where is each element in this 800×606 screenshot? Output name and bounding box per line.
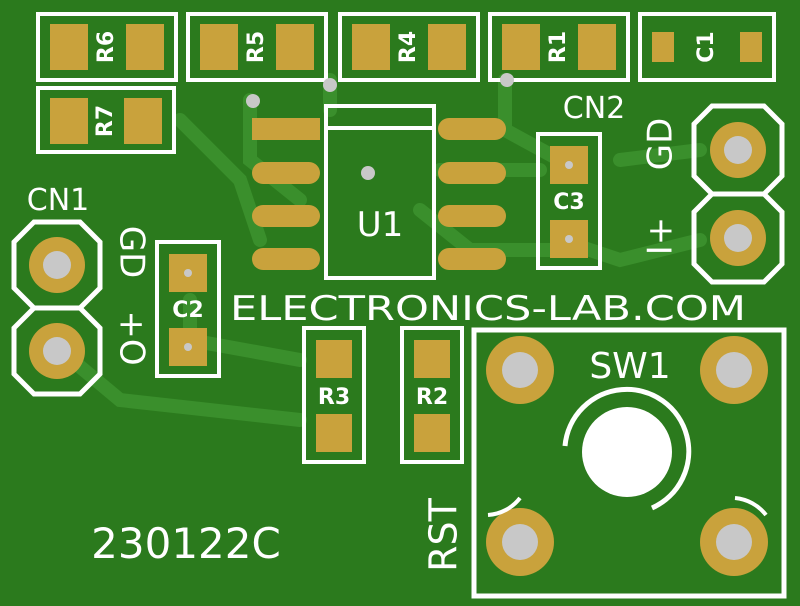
r2-label: R2 <box>416 385 448 410</box>
cn1-pin-bottom-label: +O <box>112 310 152 365</box>
resistor-r7: R7 <box>36 86 176 154</box>
c1-label: C1 <box>694 31 719 62</box>
r3-label: R3 <box>318 385 350 410</box>
r4-label: R4 <box>396 31 421 63</box>
r5-label: R5 <box>244 31 269 63</box>
u1-pin-6 <box>438 205 506 227</box>
capacitor-c2: C2 <box>155 240 221 378</box>
u1-pin-4 <box>252 248 320 270</box>
cn1-pin-top-label: GD <box>112 226 152 279</box>
resistor-r2: R2 <box>400 326 464 464</box>
switch-sw1: SW1 <box>471 327 787 599</box>
sw1-label: SW1 <box>589 346 670 387</box>
cn2-pin-bottom-label: I+ <box>641 217 681 256</box>
u1-pin-2 <box>252 162 320 184</box>
revision-label: 230122C <box>91 519 281 568</box>
vias <box>246 73 514 180</box>
sw1-plunger <box>582 407 672 497</box>
r1-label: R1 <box>546 31 571 63</box>
connector-cn1: CN1 GD +O <box>11 183 152 397</box>
cn2-label: CN2 <box>563 91 625 126</box>
u1-label: U1 <box>357 205 404 245</box>
u1-pin-8 <box>438 118 506 140</box>
resistor-r6: R6 <box>36 12 178 82</box>
u1-pin-7 <box>438 162 506 184</box>
cn2-pin-top-label: GD <box>641 118 681 171</box>
c3-label: C3 <box>553 190 584 215</box>
cn1-label: CN1 <box>27 183 89 218</box>
resistor-r5: R5 <box>186 12 328 82</box>
resistor-r3: R3 <box>302 326 366 464</box>
u1-pin-1 <box>252 118 320 140</box>
capacitor-c3: C3 <box>536 132 602 270</box>
r6-label: R6 <box>94 31 119 63</box>
resistor-r1: R1 <box>488 12 630 82</box>
rst-label: RST <box>422 497 466 572</box>
capacitor-c1: C1 <box>638 12 776 82</box>
site-label: ELECTRONICS-LAB.COM <box>230 289 746 329</box>
u1-pin-5 <box>438 248 506 270</box>
ic-u1: U1 <box>252 104 506 280</box>
connector-cn2: CN2 GD I+ <box>563 91 785 285</box>
r7-label: R7 <box>93 105 118 137</box>
resistor-r4: R4 <box>338 12 480 82</box>
c2-label: C2 <box>172 298 203 323</box>
u1-pin-3 <box>252 205 320 227</box>
